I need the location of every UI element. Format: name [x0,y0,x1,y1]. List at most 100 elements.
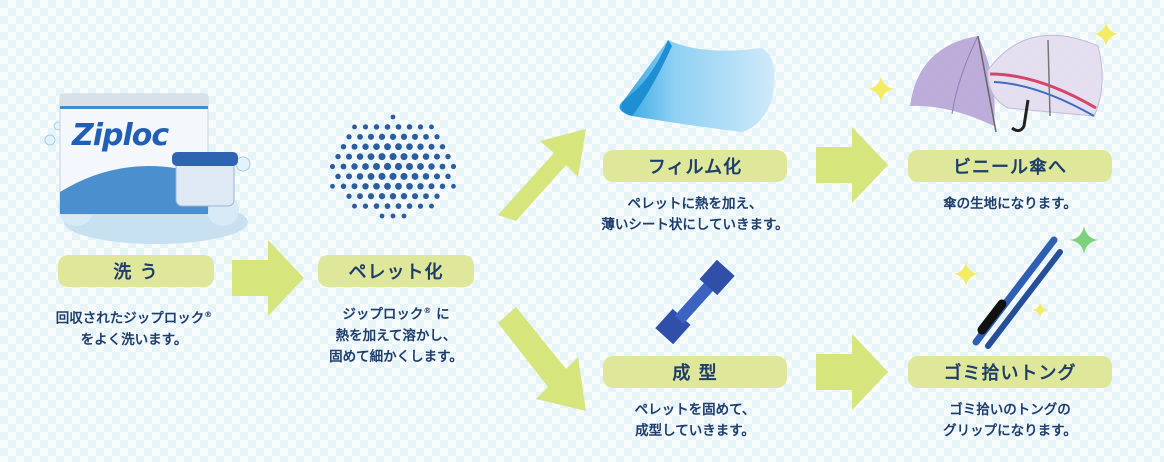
pellet-dot [373,163,380,170]
pellet-dot [362,183,368,189]
pellet-dot [400,153,407,160]
pellet-dot [423,134,429,140]
pellet-dot [440,184,446,190]
pellet-dot [417,144,423,150]
sparkle-icon [1094,22,1118,46]
step-label-mold: 成 型 [603,356,787,388]
pellet-dot [418,124,423,129]
pellet-dot [341,184,347,190]
pellet-dot [423,193,429,199]
pellet-dot [406,163,413,170]
pellet-dot [374,203,380,209]
pellet-dot [407,124,413,129]
ziploc-bag-illustration: Ziploc [38,80,258,250]
ziploc-logo: Ziploc [72,118,168,153]
pellet-dot [434,134,439,139]
pellet-dot [429,124,434,129]
pellet-dot [434,154,440,160]
pellet-dot [445,174,450,179]
pellet-dot [368,193,374,199]
pellet-dot [352,204,357,209]
pellet-dot [412,173,419,180]
pellet-dot [384,143,391,150]
step-label-pellet: ペレット化 [318,255,474,287]
pellet-dot [401,193,407,199]
pellet-dot [351,183,357,189]
pellet-dot [352,124,357,129]
film-sheet-illustration [612,30,782,140]
pellet-dot [341,144,346,149]
sparkle-icon [954,262,978,286]
arrow-film-to-umbrella [812,125,892,205]
pellet-dot [341,164,347,170]
pellet-dot [330,184,335,189]
pellet-dot [429,204,434,209]
pellet-dot [389,153,396,160]
pellet-dot [428,163,434,169]
step-desc-pellet: ジップロック® に 熱を加えて溶かし、 固めて細かくします。 [290,300,502,368]
pellet-dot [451,184,456,189]
pellet-dot [378,153,385,160]
pellet-dot [346,194,351,199]
pellet-dot [391,214,396,219]
pellet-dot [428,183,434,189]
pellet-dot [362,163,369,170]
pellet-dot [396,203,402,209]
pellet-dot [380,214,385,219]
step-label-film: フィルム化 [603,150,787,182]
pellet-dot [385,203,391,209]
pellet-dot [385,124,391,130]
pellet-dot [440,164,446,170]
pellet-dot [373,183,380,190]
pellet-dot [357,173,364,180]
pellet-dot [395,183,402,190]
pellet-dot [373,143,380,150]
step-label-wash: 洗 う [58,255,214,287]
pellet-dot [390,134,396,140]
pellet-dot [395,143,402,150]
pellet-dot [417,183,423,189]
step-desc-wash: 回収されたジップロック® をよく洗います。 [18,304,250,351]
pellet-dot [412,153,419,160]
pellet-dot [351,163,357,169]
pellet-dot [363,124,368,129]
pellet-dot [335,154,340,159]
pellet-dot [406,143,413,150]
sparkle-icon [868,76,894,102]
pellet-dot [357,153,364,160]
arrow-pellet-to-mold [488,305,598,425]
pellet-dot [396,124,402,130]
pellet-dot [389,173,396,180]
step-desc-film: ペレットに熱を加え、 薄いシート状にしていきます。 [575,194,815,236]
pellet-dot [357,193,363,199]
pellet-dot [401,134,407,140]
step-label-tongs: ゴミ拾いトング [908,356,1112,388]
pellet-dot [346,173,352,179]
pellet-dot [346,154,352,160]
pellet-dot [412,193,418,199]
step-desc-mold: ペレットを固めて、 成型していきます。 [595,400,795,442]
pellet-dot [407,203,413,209]
step-label-umbrella: ビニール傘へ [908,150,1112,182]
pellet-dot [406,183,413,190]
molded-part-illustration [645,252,745,352]
pellet-dot [423,153,430,160]
sparkle-icon [1032,302,1048,318]
pellet-dot [362,144,368,150]
pellet-dot [379,193,385,199]
pellet-dot [390,193,396,199]
pellet-dot [445,154,450,159]
pellet-dot [434,173,440,179]
pellet-dot [402,214,407,219]
pellet-dot [378,173,385,180]
pellet-dot [429,144,435,150]
pellet-dot [335,174,340,179]
tongs-illustration [962,230,1072,350]
pellet-dot [384,163,391,170]
pellet-dot [391,115,396,120]
step-desc-tongs: ゴミ拾いのトングの グリップになります。 [902,400,1118,442]
sparkle-icon [1070,226,1098,254]
pellet-dot [451,164,456,169]
pellet-dot [412,134,418,140]
pellet-dot [400,173,407,180]
